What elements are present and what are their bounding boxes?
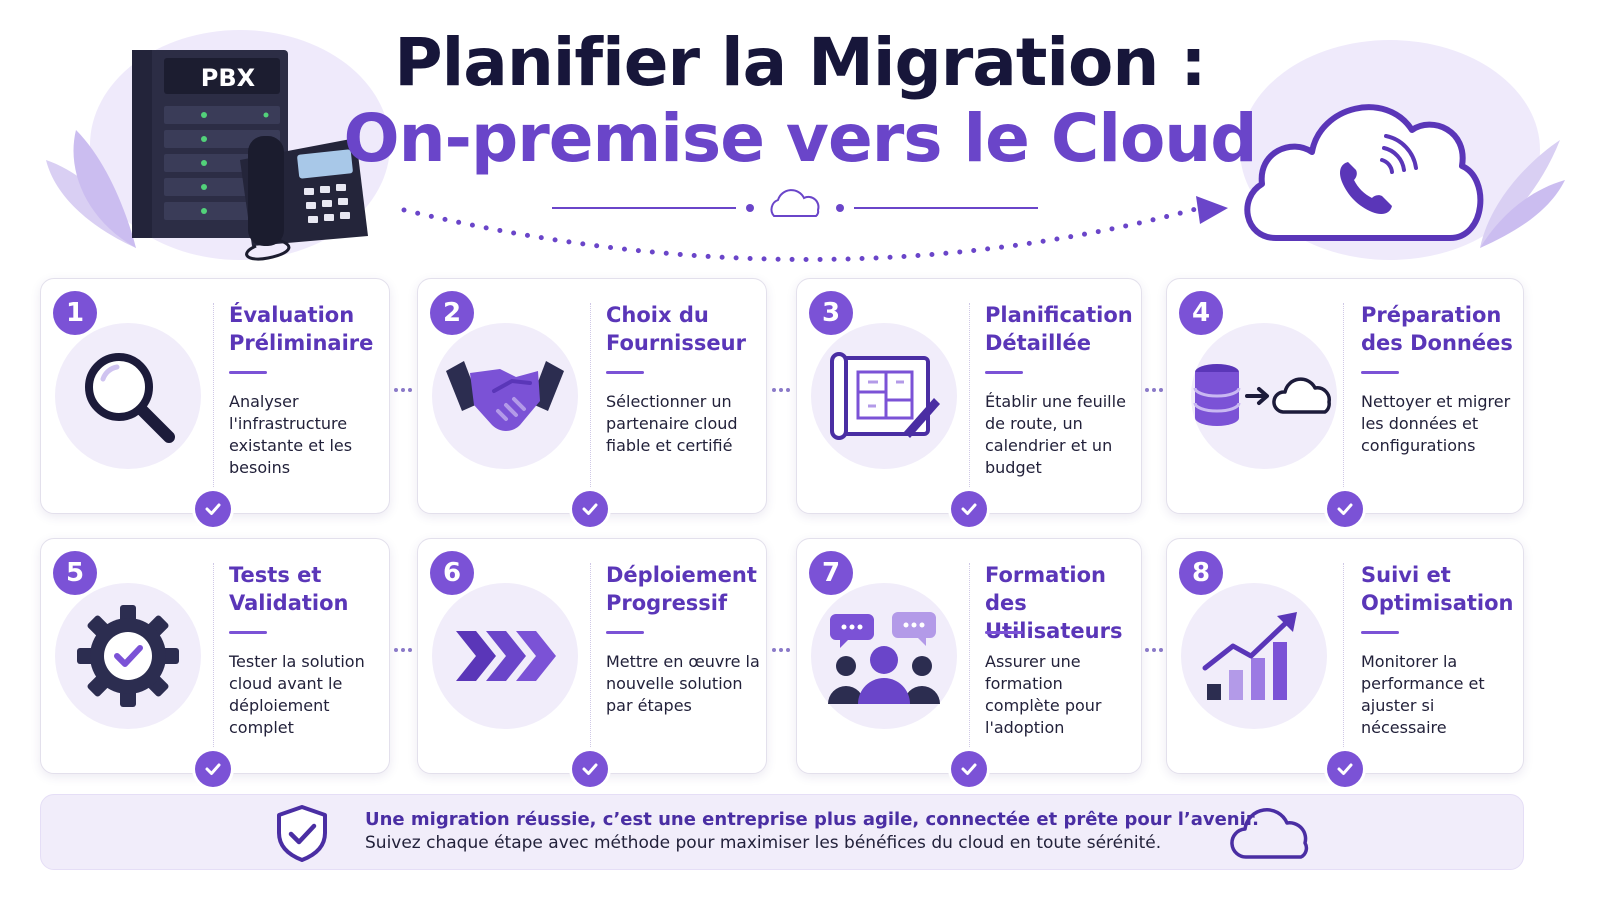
title-underline xyxy=(606,371,644,374)
check-icon xyxy=(572,491,608,527)
check-icon xyxy=(195,491,231,527)
illustration-circle xyxy=(55,323,201,469)
divider xyxy=(590,563,591,753)
divider xyxy=(213,563,214,753)
step-number-badge: 2 xyxy=(430,291,474,335)
illustration-circle xyxy=(55,583,201,729)
illustration-circle xyxy=(432,323,578,469)
illustration-circle xyxy=(1181,583,1327,729)
check-icon xyxy=(1327,751,1363,787)
connector-dots xyxy=(772,388,790,394)
divider xyxy=(590,303,591,493)
step-title: Planification Détaillée xyxy=(985,303,1133,355)
check-icon xyxy=(951,751,987,787)
step-card-4: 4 Préparation des Données Nettoyer et mi… xyxy=(1166,278,1524,527)
page-title-line1: Planifier la Migration : xyxy=(394,24,1206,101)
step-card-2: 2 Choix du Fournisseur Sélectionner un p… xyxy=(417,278,767,527)
step-card-1: 1 Évaluation Préliminaire Analyser l'inf… xyxy=(40,278,390,527)
chevrons-icon xyxy=(456,631,556,681)
footer-subline: Suivez chaque étape avec méthode pour ma… xyxy=(365,833,1162,853)
divider xyxy=(1343,563,1344,753)
title-underline xyxy=(1361,631,1399,634)
step-description: Nettoyer et migrer les données et config… xyxy=(1361,392,1511,455)
illustration-circle xyxy=(432,583,578,729)
divider xyxy=(1343,303,1344,493)
step-number-badge: 8 xyxy=(1179,551,1223,595)
step-card-6: 6 Déploiement Progressif Mettre en œuvre… xyxy=(417,538,767,787)
title-underline xyxy=(985,631,1023,634)
title-underline xyxy=(229,631,267,634)
title-underline xyxy=(606,631,644,634)
gear-check-icon xyxy=(77,605,179,707)
step-description: Monitorer la performance et ajuster si n… xyxy=(1361,652,1485,737)
step-title: Déploiement Progressif xyxy=(606,563,757,615)
connector-dots xyxy=(772,648,790,654)
step-title: Évaluation Préliminaire xyxy=(229,303,374,355)
team-chat-icon xyxy=(828,612,940,704)
pbx-server-icon xyxy=(132,50,368,261)
title-underline xyxy=(229,371,267,374)
step-title: Choix du Fournisseur xyxy=(606,303,746,355)
leaf-right-icon xyxy=(1480,140,1565,248)
check-icon xyxy=(195,751,231,787)
step-title: Tests et Validation xyxy=(229,563,349,615)
step-description: Tester la solution cloud avant le déploi… xyxy=(229,652,365,737)
shield-check-icon xyxy=(277,805,327,862)
step-description: Analyser l'infrastructure existante et l… xyxy=(229,392,353,477)
page-title-line2: On-premise vers le Cloud xyxy=(343,100,1257,177)
check-icon xyxy=(951,491,987,527)
connector-dots xyxy=(1145,648,1163,654)
step-number-badge: 5 xyxy=(53,551,97,595)
step-description: Assurer une formation complète pour l'ad… xyxy=(985,652,1102,737)
footer-headline: Une migration réussie, c’est une entrepr… xyxy=(365,809,1259,830)
footer-banner: Une migration réussie, c’est une entrepr… xyxy=(40,794,1524,870)
title-underline xyxy=(985,371,1023,374)
step-description: Établir une feuille de route, un calendr… xyxy=(985,392,1126,477)
divider xyxy=(969,303,970,493)
step-description: Mettre en œuvre la nouvelle solution par… xyxy=(606,652,760,715)
step-title: Préparation des Données xyxy=(1361,303,1513,355)
connector-dots xyxy=(1145,388,1163,394)
illustration-circle xyxy=(1191,323,1337,469)
leaf-left-icon xyxy=(46,130,136,248)
divider xyxy=(969,563,970,753)
step-number-badge: 3 xyxy=(809,291,853,335)
step-number-badge: 4 xyxy=(1179,291,1223,335)
step-title: Formation des Utilisateurs xyxy=(985,563,1123,643)
pbx-label: PBX xyxy=(200,64,256,92)
blueprint-icon xyxy=(830,352,940,440)
step-card-5: 5 Tests et Validation Tester la solution… xyxy=(40,538,390,787)
divider xyxy=(213,303,214,493)
step-description: Sélectionner un partenaire cloud fiable … xyxy=(606,392,738,455)
title-underline xyxy=(1361,371,1399,374)
cloud-outline-icon xyxy=(1230,808,1309,859)
step-card-8: 8 Suivi et Optimisation Monitorer la per… xyxy=(1166,538,1524,787)
cloud-phone-icon xyxy=(1244,104,1484,241)
step-number-badge: 6 xyxy=(430,551,474,595)
magnifier-icon xyxy=(85,353,175,443)
header: PBX Planifier la Migration : On-premise … xyxy=(0,0,1600,270)
step-card-7: 7 Formation des Utilisateurs Assurer une… xyxy=(796,538,1142,787)
database-to-cloud-icon xyxy=(1193,364,1331,426)
illustration-circle xyxy=(811,583,957,729)
check-icon xyxy=(572,751,608,787)
connector-dots xyxy=(394,388,412,394)
handshake-icon xyxy=(446,361,564,431)
illustration-circle xyxy=(811,323,957,469)
connector-dots xyxy=(394,648,412,654)
step-title: Suivi et Optimisation xyxy=(1361,563,1514,615)
step-number-badge: 1 xyxy=(53,291,97,335)
migration-path-arrow xyxy=(401,189,1228,262)
step-card-3: 3 Planification Détaillée Établir une fe… xyxy=(796,278,1142,527)
growth-chart-icon xyxy=(1202,612,1297,700)
step-number-badge: 7 xyxy=(809,551,853,595)
check-icon xyxy=(1327,491,1363,527)
